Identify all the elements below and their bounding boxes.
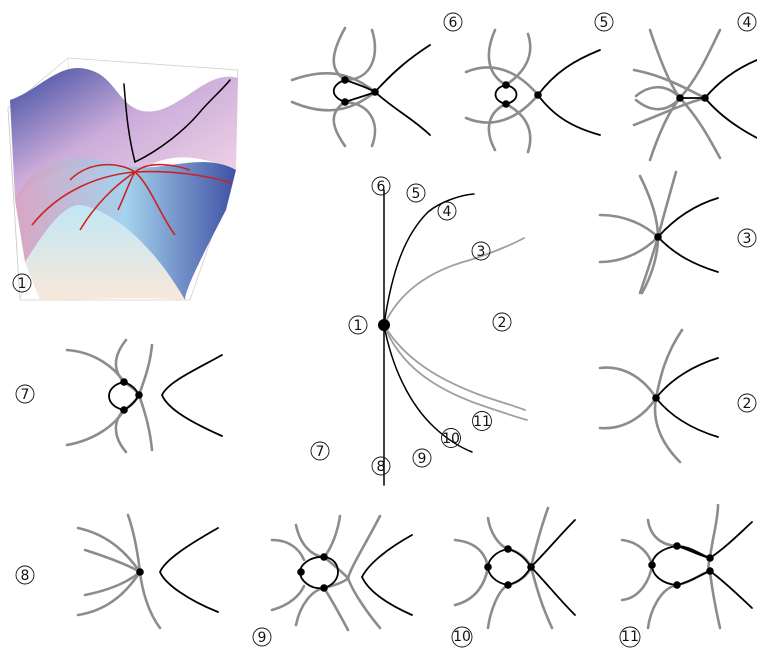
label-10-bottom: 10 [451, 626, 473, 648]
label-4-center: 4 [437, 201, 457, 221]
label-8-left: 8 [15, 565, 35, 585]
svg-text:4: 4 [743, 15, 752, 31]
intersection-curve-4 [117, 171, 136, 211]
branch-3 [383, 237, 525, 326]
surface-front-sheet [15, 158, 236, 300]
label-3-right: 3 [737, 228, 757, 248]
svg-text:6: 6 [377, 179, 386, 195]
svg-text:11: 11 [621, 629, 639, 645]
svg-text:10: 10 [442, 431, 460, 447]
label-7-center: 7 [310, 441, 330, 461]
svg-text:1: 1 [18, 276, 27, 292]
surface-diagonal-curve [134, 79, 231, 163]
svg-text:9: 9 [258, 630, 267, 646]
svg-text:5: 5 [412, 186, 421, 202]
svg-text:7: 7 [316, 444, 325, 460]
label-5-center: 5 [406, 183, 426, 203]
branch-11b [383, 324, 528, 421]
svg-text:5: 5 [600, 15, 609, 31]
panel-8 [76, 513, 219, 630]
label-5-top: 5 [594, 12, 614, 32]
panel-11 [620, 503, 753, 630]
svg-text:7: 7 [21, 387, 30, 403]
panel-5 [464, 28, 601, 154]
label-9-center: 9 [412, 448, 432, 468]
svg-text:3: 3 [743, 231, 752, 247]
svg-text:9: 9 [418, 451, 427, 467]
label-1: 1 [12, 273, 32, 293]
label-4-top: 4 [737, 12, 757, 32]
branch-10 [383, 324, 473, 453]
label-11-center: 11 [472, 411, 492, 431]
surface-plot [7, 57, 239, 301]
svg-text:1: 1 [354, 318, 363, 334]
surface-bottom-sheet [25, 205, 185, 300]
label-7-left: 7 [15, 384, 35, 404]
panel-2 [598, 328, 719, 464]
label-1-center: 1 [348, 315, 368, 335]
panel-6 [290, 26, 431, 148]
label-3-center: 3 [471, 241, 491, 261]
svg-text:2: 2 [498, 315, 507, 331]
bifurcation-diagram [378, 189, 528, 486]
label-10-center: 10 [441, 428, 461, 448]
label-8-center: 8 [371, 456, 391, 476]
svg-text:10: 10 [453, 629, 471, 645]
branch-11a [383, 324, 526, 411]
svg-text:4: 4 [443, 204, 452, 220]
svg-text:8: 8 [21, 568, 30, 584]
label-6-top: 6 [443, 12, 463, 32]
panel-3 [598, 170, 719, 295]
svg-text:8: 8 [377, 459, 386, 475]
svg-text:3: 3 [477, 244, 486, 260]
svg-text:11: 11 [473, 414, 491, 430]
surface-vertical-curve [123, 83, 136, 163]
panel-7 [65, 338, 223, 454]
label-2-right: 2 [737, 393, 757, 413]
svg-text:2: 2 [743, 396, 752, 412]
label-9-bottom: 9 [252, 627, 272, 647]
label-2-center: 2 [492, 312, 512, 332]
panel-10 [453, 506, 576, 630]
svg-text:6: 6 [449, 15, 458, 31]
label-6-center: 6 [371, 176, 391, 196]
branch-4 [383, 193, 475, 326]
origin-point [378, 319, 390, 331]
label-11-bottom: 11 [619, 626, 641, 648]
panel-9 [270, 514, 413, 632]
panel-4 [632, 28, 757, 162]
